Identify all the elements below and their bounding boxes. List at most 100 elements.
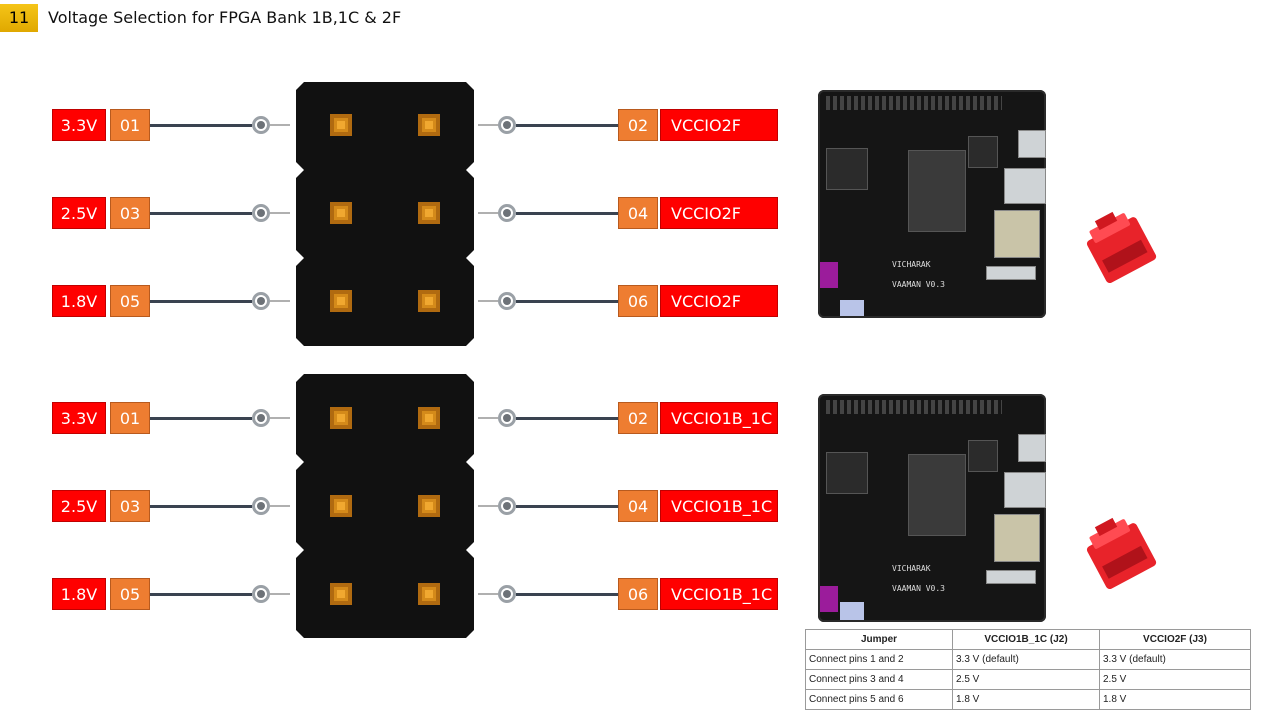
header-pin-4 — [418, 495, 440, 517]
voltage-label: 2.5V — [52, 490, 106, 522]
voltage-label: 1.8V — [52, 285, 106, 317]
wire-stub-right — [478, 300, 498, 302]
wire-stub-right — [478, 212, 498, 214]
jumper-settings-table: Jumper VCCIO1B_1C (J2) VCCIO2F (J3) Conn… — [805, 629, 1251, 710]
table-cell: 1.8 V — [952, 689, 1100, 710]
table-cell: 3.3 V (default) — [1099, 649, 1251, 670]
pin-number-left: 05 — [110, 578, 150, 610]
chip — [826, 148, 868, 190]
wire-stub-right — [478, 505, 498, 507]
ethernet-port — [1004, 472, 1046, 508]
wire-right — [516, 300, 620, 303]
table-cell: 2.5 V — [1099, 669, 1251, 690]
table-header-cell: VCCIO2F (J3) — [1099, 629, 1251, 650]
voltage-label: 3.3V — [52, 402, 106, 434]
pin-number-left: 01 — [110, 402, 150, 434]
connector-node-left — [252, 292, 270, 310]
chip — [968, 136, 998, 168]
table-row: Connect pins 5 and 6 1.8 V 1.8 V — [805, 689, 1251, 710]
ethernet-port — [1004, 168, 1046, 204]
connector-node-right — [498, 497, 516, 515]
chip — [826, 452, 868, 494]
table-cell: Connect pins 5 and 6 — [805, 689, 953, 710]
pin-number-right: 02 — [618, 109, 658, 141]
purple-connector — [820, 262, 838, 288]
wire-stub-left — [270, 124, 290, 126]
chip — [968, 440, 998, 472]
fpga-board-image: VICHARAK VAAMAN V0.3 — [818, 394, 1046, 622]
table-row: Connect pins 1 and 2 3.3 V (default) 3.3… — [805, 649, 1251, 670]
wire-right — [516, 212, 620, 215]
wire-left — [150, 417, 252, 420]
pin-number-right: 02 — [618, 402, 658, 434]
connector-node-left — [252, 497, 270, 515]
net-label: VCCIO1B_1C — [660, 402, 778, 434]
pin-header-body-top — [296, 82, 474, 346]
wire-right — [516, 124, 620, 127]
connector-node-left — [252, 585, 270, 603]
connector-node-right — [498, 116, 516, 134]
table-cell: Connect pins 3 and 4 — [805, 669, 953, 690]
audio-port — [986, 266, 1036, 280]
wire-left — [150, 212, 252, 215]
pin-number-right: 06 — [618, 285, 658, 317]
wire-left — [150, 505, 252, 508]
net-label: VCCIO2F — [660, 285, 778, 317]
header-pin-5 — [330, 583, 352, 605]
usb-port — [1018, 130, 1046, 158]
connector-node-right — [498, 409, 516, 427]
jumper-cap-icon — [1086, 211, 1157, 284]
wire-right — [516, 417, 620, 420]
wire-stub-right — [478, 124, 498, 126]
chip — [908, 454, 966, 536]
net-label: VCCIO2F — [660, 109, 778, 141]
wire-left — [150, 300, 252, 303]
board-brand-text: VICHARAK — [892, 260, 931, 269]
pin-number-left: 05 — [110, 285, 150, 317]
header-pin-3 — [330, 495, 352, 517]
pin-number-right: 06 — [618, 578, 658, 610]
connector-node-right — [498, 204, 516, 222]
net-label: VCCIO1B_1C — [660, 578, 778, 610]
blue-connector — [840, 602, 864, 620]
gpio-header — [826, 400, 1002, 414]
pin-number-right: 04 — [618, 490, 658, 522]
purple-connector — [820, 586, 838, 612]
pin-number-right: 04 — [618, 197, 658, 229]
header-pin-2 — [418, 407, 440, 429]
header-pin-1 — [330, 114, 352, 136]
header-pin-4 — [418, 202, 440, 224]
voltage-label: 2.5V — [52, 197, 106, 229]
wire-right — [516, 505, 620, 508]
table-header-cell: Jumper — [805, 629, 953, 650]
voltage-label: 1.8V — [52, 578, 106, 610]
slide-number: 11 — [0, 4, 38, 32]
board-model-text: VAAMAN V0.3 — [892, 584, 945, 593]
table-header-row: Jumper VCCIO1B_1C (J2) VCCIO2F (J3) — [805, 629, 1251, 650]
header-pin-3 — [330, 202, 352, 224]
header-pin-6 — [418, 290, 440, 312]
wire-right — [516, 593, 620, 596]
table-cell: 1.8 V — [1099, 689, 1251, 710]
wire-stub-left — [270, 505, 290, 507]
table-cell: 2.5 V — [952, 669, 1100, 690]
pin-number-left: 03 — [110, 490, 150, 522]
wire-stub-left — [270, 300, 290, 302]
wire-left — [150, 593, 252, 596]
wire-stub-left — [270, 417, 290, 419]
connector-node-left — [252, 204, 270, 222]
header-pin-1 — [330, 407, 352, 429]
net-label: VCCIO2F — [660, 197, 778, 229]
header-pin-6 — [418, 583, 440, 605]
connector-node-right — [498, 292, 516, 310]
header-pin-5 — [330, 290, 352, 312]
connector-node-right — [498, 585, 516, 603]
pin-number-left: 01 — [110, 109, 150, 141]
pin-number-left: 03 — [110, 197, 150, 229]
table-header-cell: VCCIO1B_1C (J2) — [952, 629, 1100, 650]
usb-port — [1018, 434, 1046, 462]
connector-node-left — [252, 116, 270, 134]
gpio-header — [826, 96, 1002, 110]
connector-node-left — [252, 409, 270, 427]
wire-stub-left — [270, 212, 290, 214]
